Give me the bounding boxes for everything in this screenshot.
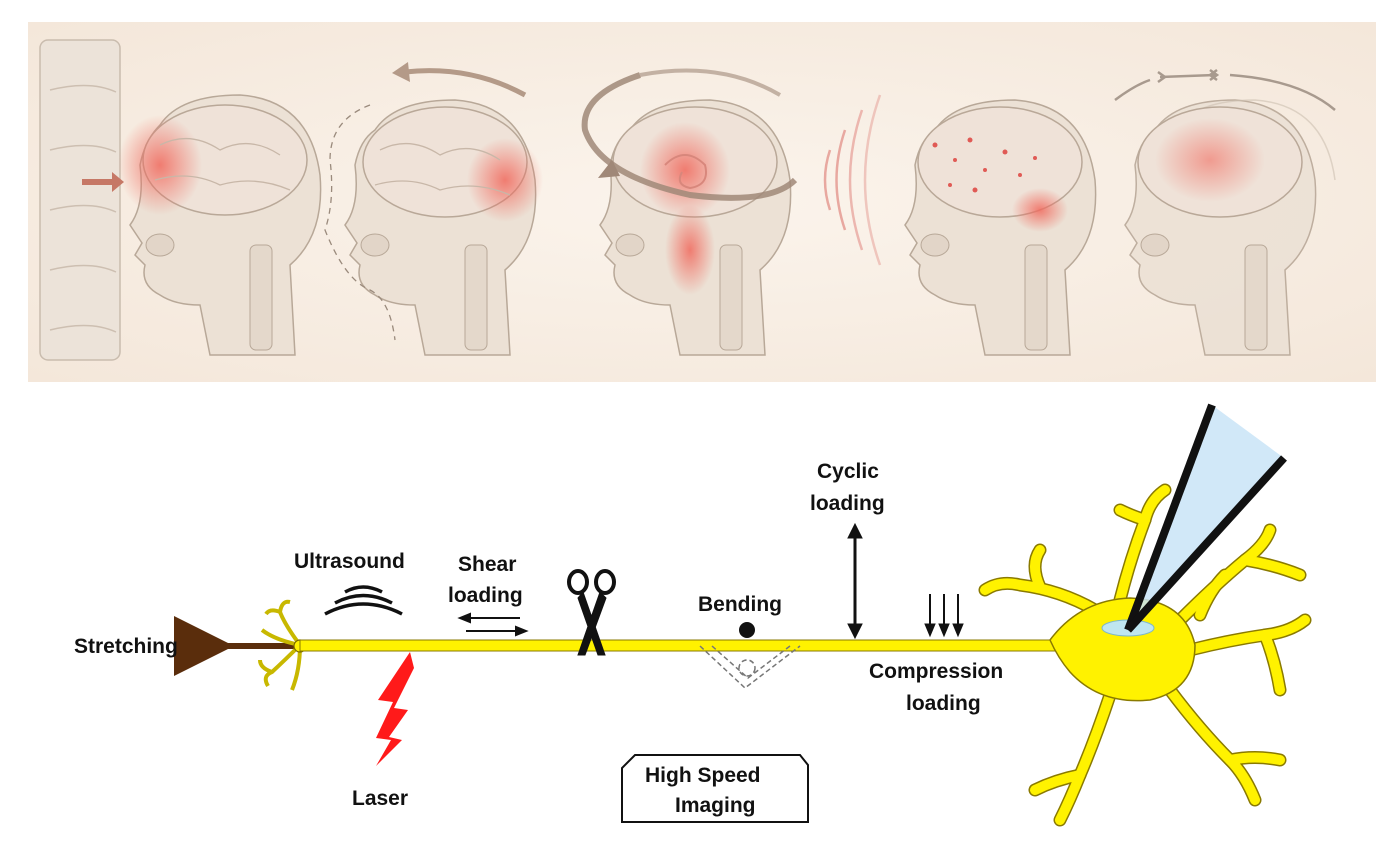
stretching-label: Stretching: [74, 635, 178, 658]
whiplash-motion-arrow: [404, 68, 527, 98]
scissors-icon: [567, 569, 616, 656]
bending-label: Bending: [698, 593, 782, 616]
ultrasound-wave-icon: [324, 585, 403, 616]
laser-label: Laser: [352, 787, 408, 810]
ultrasound-label: Ultrasound: [294, 550, 405, 573]
compression-label-line2: loading: [906, 692, 981, 715]
rotation-motion-arrow: [581, 72, 798, 201]
lightning-icon: [376, 652, 414, 766]
bending-bead: [739, 622, 755, 638]
bending-deflection-outline: [699, 645, 801, 689]
shear-arrows: [457, 612, 529, 637]
head-direct-impact: [118, 94, 322, 356]
axon-shaft: [299, 639, 1061, 652]
axon-injury-diagram: Stretching: [74, 403, 1312, 827]
impact-wall: [39, 39, 121, 361]
imaging-label-line1: High Speed: [645, 764, 761, 787]
compression-label-line1: Compression: [869, 660, 1003, 683]
head-oscillation: [1124, 99, 1336, 356]
pipette-icon: [1124, 403, 1287, 633]
head-injury-panel: [28, 22, 1376, 382]
cyclic-label-line2: loading: [810, 492, 885, 515]
compression-arrows: [924, 594, 964, 638]
whiplash-dashed-outline: [324, 104, 396, 341]
blast-wave-icon: [823, 94, 882, 266]
imaging-label-line2: Imaging: [675, 794, 756, 817]
high-speed-imaging-box: [621, 754, 809, 823]
cyclic-label-line1: Cyclic: [817, 460, 879, 483]
oscillation-arrows: [1114, 68, 1336, 111]
shear-label-line1: Shear: [458, 553, 516, 576]
neuron-soma: [978, 483, 1312, 827]
head-blast: [904, 99, 1097, 356]
head-rotation: [599, 99, 792, 356]
shear-label-line2: loading: [448, 584, 523, 607]
cyclic-arrow: [847, 522, 863, 640]
head-whiplash: [344, 99, 543, 356]
